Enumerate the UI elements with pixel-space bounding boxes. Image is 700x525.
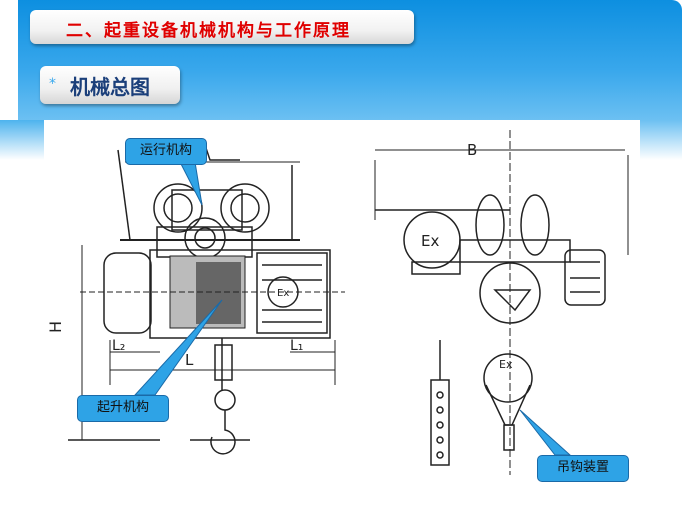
- dimension-labels: H L₂ L L₁ B Ex Ex Ex: [46, 141, 513, 371]
- bullet-icon: *: [49, 76, 56, 92]
- front-view: [374, 130, 629, 475]
- ex-mark-hook: Ex: [499, 358, 513, 371]
- dim-l1: L₁: [290, 338, 303, 354]
- ex-mark-front: Ex: [277, 288, 289, 299]
- callout-travel-mechanism: 运行机构: [125, 138, 207, 165]
- side-swoosh: [0, 120, 44, 160]
- callout-pointers: [133, 161, 572, 456]
- callout-hoisting-mechanism: 起升机构: [77, 395, 169, 422]
- dim-l2: L₂: [112, 338, 125, 354]
- dim-b: B: [467, 141, 477, 159]
- subtitle: 机械总图: [70, 75, 150, 99]
- side-view: [68, 144, 345, 455]
- callout-hook-device: 吊钩装置: [537, 455, 629, 482]
- dim-l: L: [185, 351, 194, 369]
- dim-h: H: [46, 321, 65, 333]
- section-title-box: 二、起重设备机械机构与工作原理: [30, 10, 414, 44]
- section-title: 二、起重设备机械机构与工作原理: [66, 21, 351, 41]
- ex-mark-left: Ex: [421, 232, 439, 250]
- subtitle-box: * 机械总图: [40, 66, 180, 104]
